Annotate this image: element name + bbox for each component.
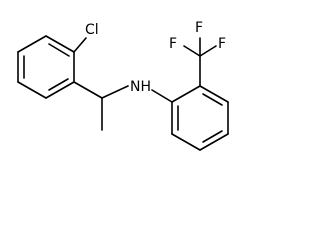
bond-c-f-right (199, 45, 217, 57)
bonds (17, 35, 229, 151)
bond-left-ring-double-3 (48, 78, 69, 91)
atom-label-fluorine-top: F (195, 20, 203, 36)
bond-left-ring-2 (45, 81, 75, 99)
bond-right-ring-2 (199, 85, 229, 103)
bond-left-ring-6 (45, 35, 75, 53)
atom-label-amine: NH (130, 79, 151, 95)
bond-right-ring-double-1 (202, 93, 223, 106)
atom-label-fluorine-right: F (218, 36, 226, 52)
bond-ring-ch (73, 81, 103, 99)
bond-left-ring-5 (17, 35, 47, 53)
bond-c-f-left (183, 45, 201, 57)
bond-right-ring-4 (199, 133, 229, 151)
bond-ch-nh (101, 85, 129, 99)
chemical-structure-diagram: Cl NH F F F (17, 20, 229, 151)
bond-right-ring-double-2 (202, 130, 223, 143)
bond-nh-ring (151, 89, 173, 103)
atom-label-chlorine: Cl (85, 22, 99, 38)
bond-right-ring-1 (171, 85, 201, 103)
bond-c-cl (73, 37, 87, 53)
bond-right-ring-5 (171, 133, 201, 151)
atom-labels: Cl NH F F F (85, 20, 226, 95)
bond-left-ring-double-2 (48, 43, 70, 57)
atom-label-fluorine-left: F (169, 36, 177, 52)
bond-left-ring-3 (17, 81, 47, 99)
molecule-canvas: Cl NH F F F (17, 20, 229, 151)
